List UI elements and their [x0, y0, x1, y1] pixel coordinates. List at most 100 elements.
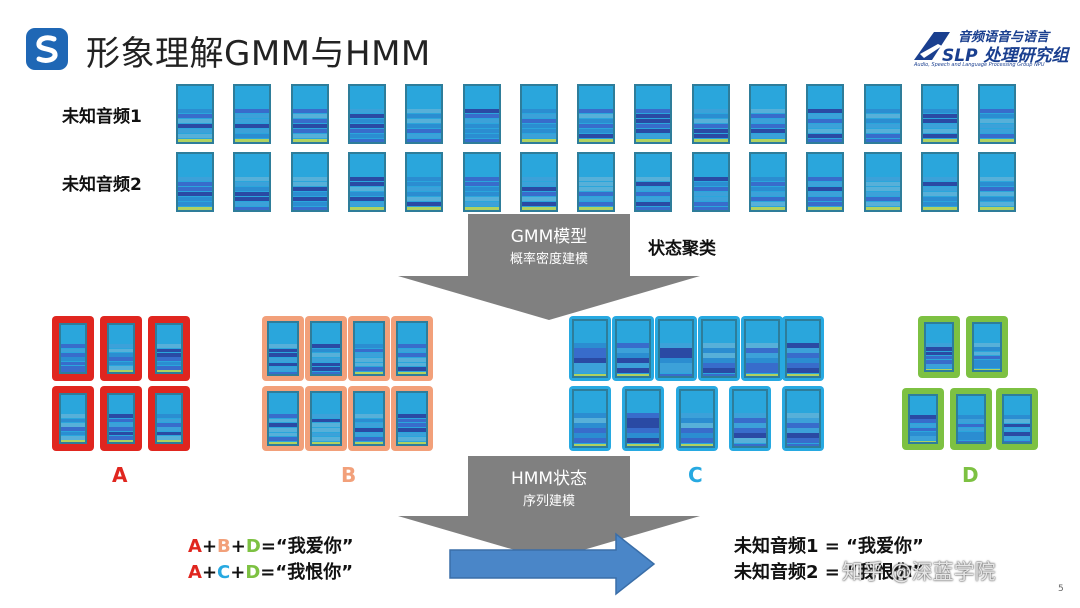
spectrogram-band	[574, 348, 606, 353]
spectrogram-band	[574, 423, 606, 428]
spectrogram-band	[1004, 419, 1030, 423]
spectrogram-band	[355, 432, 383, 437]
spectrogram-band	[910, 419, 936, 423]
spectrogram-band	[660, 358, 692, 363]
spectrogram-band	[681, 423, 713, 428]
spectrogram-band	[1004, 427, 1030, 432]
spectrogram-band	[178, 192, 212, 197]
spectrogram-band	[178, 202, 212, 207]
spectrogram-band	[407, 176, 441, 181]
spectrogram-band	[312, 371, 340, 374]
spectrogram-band	[157, 440, 181, 442]
spectrogram-band	[157, 357, 181, 361]
eq2-d: D	[245, 562, 261, 583]
spectrogram-band	[157, 423, 181, 427]
spectrogram-band	[398, 371, 426, 374]
spectrogram-tile	[577, 84, 615, 144]
spectrogram-band	[235, 129, 269, 134]
spectrogram-band	[579, 176, 613, 181]
spectrogram-band	[61, 361, 85, 366]
row-label-audio1: 未知音频1	[62, 107, 142, 127]
spectrogram-band	[681, 438, 713, 443]
spectrogram-band	[355, 348, 383, 353]
spectrogram-band	[269, 418, 297, 423]
spectrogram-band	[694, 139, 728, 142]
spectrogram-band	[407, 134, 441, 139]
spectrogram-band	[109, 353, 133, 357]
spectrogram-band	[109, 361, 133, 366]
spectrogram-band	[574, 418, 606, 423]
spectrogram-band	[579, 207, 613, 210]
spectrogram-band	[269, 432, 297, 437]
spectrogram-band	[574, 443, 606, 446]
spectrogram-band	[407, 129, 441, 134]
spectrogram-band	[407, 124, 441, 129]
spectrogram-band	[660, 343, 692, 348]
spectrogram-band	[751, 176, 785, 181]
spectrogram-band	[178, 176, 212, 181]
spectrogram-band	[926, 343, 952, 347]
spectrogram-band	[293, 181, 327, 187]
spectrogram-band	[866, 129, 900, 134]
result-audio2: 未知音频2 = “我恨你”	[734, 562, 924, 583]
spectrogram-tile	[348, 152, 386, 212]
spectrogram-band	[407, 113, 441, 119]
spectrogram-band	[751, 139, 785, 142]
spectrogram-band	[178, 181, 212, 187]
spectrogram-band	[178, 134, 212, 139]
spectrogram-band	[734, 413, 766, 418]
spectrogram-band	[579, 197, 613, 202]
spectrogram-band	[269, 343, 297, 348]
spectrogram-band	[407, 139, 441, 142]
spectrogram-band	[808, 129, 842, 134]
spectrogram-tile	[692, 84, 730, 144]
spectrogram-band	[522, 139, 556, 142]
spectrogram-band	[579, 124, 613, 129]
spectrogram-band	[751, 187, 785, 192]
spectrogram-band	[312, 423, 340, 428]
spectrogram-band	[681, 413, 713, 418]
spectrogram-band	[627, 428, 659, 433]
spectrogram-tile	[921, 152, 959, 212]
group-label-c: C	[688, 463, 703, 487]
spectrogram-band	[312, 413, 340, 418]
spectrogram-band	[109, 366, 133, 370]
spectrogram-band	[923, 124, 957, 129]
spectrogram-band	[958, 427, 984, 432]
spectrogram-band	[923, 192, 957, 197]
spectrogram-tile	[1002, 394, 1032, 444]
spectrogram-tile	[155, 393, 183, 444]
spectrogram-band	[703, 358, 735, 363]
spectrogram-band	[109, 431, 133, 436]
spectrogram-band	[350, 139, 384, 142]
spectrogram-band	[293, 113, 327, 119]
spectrogram-band	[808, 202, 842, 207]
spectrogram-band	[974, 347, 1000, 351]
spectrogram-band	[787, 438, 819, 443]
spectrogram-band	[293, 134, 327, 139]
result-right-arrow	[449, 532, 656, 596]
spectrogram-band	[694, 187, 728, 192]
spectrogram-band	[465, 207, 499, 210]
spectrogram-band	[958, 432, 984, 436]
spectrogram-tile	[520, 152, 558, 212]
spectrogram-band	[312, 437, 340, 442]
spectrogram-band	[522, 207, 556, 210]
spectrogram-tile	[749, 84, 787, 144]
spectrogram-band	[579, 181, 613, 187]
spectrogram-band	[522, 176, 556, 181]
spectrogram-band	[980, 202, 1014, 207]
spectrogram-band	[974, 368, 1000, 370]
spectrogram-band	[627, 443, 659, 446]
spectrogram-band	[522, 124, 556, 129]
spectrogram-band	[109, 440, 133, 442]
spectrogram-band	[109, 344, 133, 348]
spectrogram-band	[751, 192, 785, 197]
spectrogram-band	[574, 363, 606, 368]
spectrogram-band	[235, 181, 269, 187]
spectrogram-band	[157, 366, 181, 370]
spectrogram-band	[157, 344, 181, 348]
spectrogram-band	[980, 124, 1014, 129]
spectrogram-band	[574, 373, 606, 376]
spectrogram-band	[61, 370, 85, 372]
